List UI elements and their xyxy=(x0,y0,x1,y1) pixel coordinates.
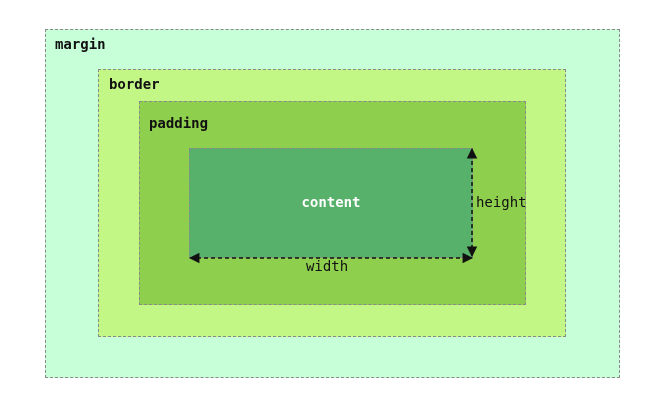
margin-label: margin xyxy=(55,37,106,53)
width-label: width xyxy=(306,259,349,275)
content-label: content xyxy=(301,195,361,211)
border-label: border xyxy=(109,77,160,93)
content-area: content xyxy=(189,148,473,258)
padding-label: padding xyxy=(149,116,209,132)
height-label: height xyxy=(476,195,527,211)
